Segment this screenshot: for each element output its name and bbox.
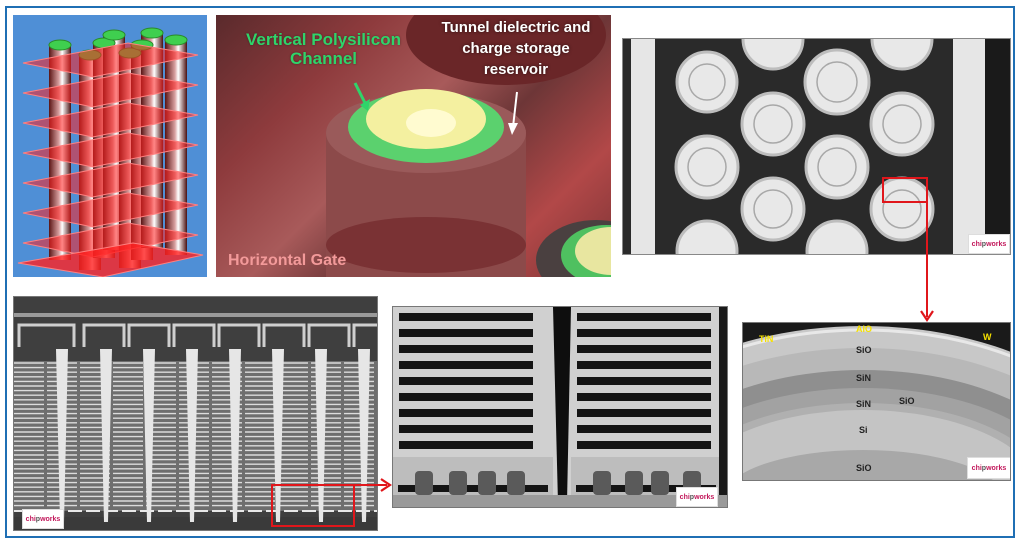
layer-stack-illustration — [743, 323, 1010, 480]
dielectric-label-line3: reservoir — [483, 61, 549, 78]
plan-view-zoom-box — [882, 177, 928, 203]
dielectric-label-line1: Tunnel dielectric and — [441, 19, 591, 36]
connector-line-horizontal — [353, 484, 387, 486]
cell-closeup-illustration — [326, 15, 611, 277]
figure-border — [5, 6, 1015, 538]
arrow-right-icon — [380, 478, 392, 492]
w-label: W — [983, 332, 992, 342]
connector-line-vertical — [926, 203, 928, 317]
pillar-stack-illustration — [17, 27, 204, 277]
alo-label: AlO — [856, 324, 873, 334]
sem-zoom-box — [271, 484, 355, 527]
sio-mid-label: SiO — [899, 396, 915, 406]
sio-top-label: SiO — [856, 345, 872, 355]
sin-2-label: SiN — [856, 399, 872, 409]
tin-label: TiN — [759, 334, 774, 344]
tem-gate-stack-illustration — [393, 307, 727, 507]
arrow-down-icon — [920, 310, 934, 322]
si-label: Si — [859, 425, 868, 435]
cell-closeup-panel: Vertical Polysilicon Channel Tunnel diel… — [216, 15, 611, 277]
sin-1-label: SiN — [856, 373, 872, 383]
plan-view-pillar-array — [623, 39, 1010, 254]
pillar-model-panel — [13, 15, 207, 277]
sio-bottom-label: SiO — [856, 463, 872, 473]
channel-label-line2: Channel — [289, 49, 358, 68]
vertical-polysilicon-channel-label: Vertical Polysilicon Channel — [236, 30, 411, 68]
dielectric-label-line2: charge storage — [462, 40, 570, 57]
tunnel-dielectric-label: Tunnel dielectric and charge storage res… — [426, 17, 606, 80]
channel-label-line1: Vertical Polysilicon — [246, 30, 401, 49]
horizontal-gate-label: Horizontal Gate — [228, 252, 347, 269]
